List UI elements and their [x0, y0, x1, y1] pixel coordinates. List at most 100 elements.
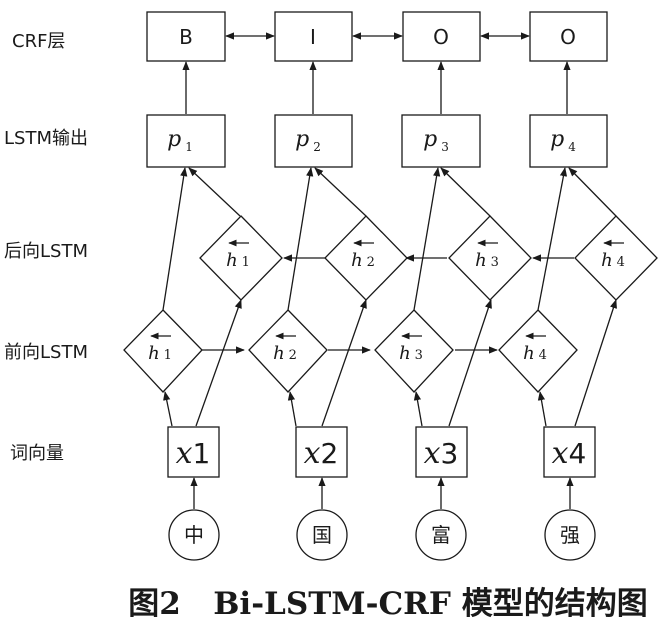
backward-lstm-node: h 3	[448, 215, 532, 301]
row-label-forward-lstm: 前向LSTM	[4, 342, 88, 363]
svg-text:x3: x3	[424, 436, 459, 471]
svg-text:x1: x1	[176, 436, 211, 471]
row-labels: CRF层 LSTM输出 后向LSTM 前向LSTM 词向量	[4, 31, 88, 464]
p-subscript: 2	[313, 140, 321, 154]
h-subscript: 4	[617, 255, 625, 270]
character-node: 富	[415, 509, 467, 561]
bwd3-to-p3	[440, 167, 491, 217]
svg-text:h 3: h 3	[475, 250, 499, 271]
h-symbol: h	[226, 250, 238, 271]
bwd4-to-p4	[568, 167, 617, 217]
svg-text:h 4: h 4	[523, 343, 547, 364]
p-symbol: p	[295, 127, 309, 152]
word-vector-layer: x1 x2 x3 x4	[167, 426, 596, 478]
crf-tag: O	[560, 25, 576, 49]
word-vector-node: x4	[543, 426, 596, 478]
x-symbol: x	[176, 436, 193, 471]
p-subscript: 3	[441, 140, 449, 154]
backward-lstm-node: h 2	[324, 215, 408, 301]
lstm-output-node: p 2	[274, 114, 353, 168]
crf-tag: O	[433, 25, 449, 49]
x-index: 1	[193, 437, 211, 470]
crf-layer: B I O O	[146, 11, 608, 62]
bwd2-to-p2	[314, 167, 367, 217]
crf-node: B	[146, 11, 226, 62]
h-symbol: h	[351, 250, 363, 271]
x1-to-bwd1	[195, 299, 242, 427]
h-symbol: h	[399, 343, 411, 364]
svg-text:p 4: p 4	[550, 127, 576, 154]
h-subscript: 1	[242, 255, 250, 270]
character-node: 国	[296, 509, 348, 561]
character: 富	[431, 523, 451, 547]
x1-to-fwd1	[163, 391, 173, 427]
lstm-output-node: p 3	[401, 114, 481, 168]
x4-to-fwd4	[537, 391, 547, 427]
h-symbol: h	[148, 343, 160, 364]
row-label-crf: CRF层	[12, 31, 65, 52]
svg-text:x4: x4	[552, 436, 587, 471]
row-label-lstm-output: LSTM输出	[4, 128, 88, 149]
connections	[162, 32, 617, 509]
lstm-output-layer: p 1 p 2 p 3 p 4	[146, 114, 608, 168]
p-symbol: p	[550, 127, 564, 152]
x-index: 3	[441, 437, 459, 470]
svg-text:p 1: p 1	[167, 127, 193, 154]
bwd1-to-p1	[188, 167, 241, 217]
forward-lstm-node: h 1	[123, 309, 203, 393]
h-symbol: h	[475, 250, 487, 271]
x2-to-fwd2	[287, 391, 297, 427]
h-subscript: 1	[164, 348, 172, 363]
h-subscript: 3	[415, 348, 423, 363]
x-symbol: x	[552, 436, 569, 471]
lstm-output-node: p 1	[146, 114, 226, 168]
crf-tag: I	[310, 25, 316, 49]
h-symbol: h	[273, 343, 285, 364]
forward-lstm-node: h 4	[498, 309, 578, 393]
x2-to-bwd2	[321, 299, 367, 427]
character: 中	[184, 523, 204, 547]
character: 强	[560, 523, 580, 547]
fwd3-to-p3	[413, 167, 441, 311]
character-node: 强	[544, 509, 596, 561]
lstm-output-node: p 4	[529, 114, 608, 168]
svg-text:p 2: p 2	[295, 127, 321, 154]
x-index: 4	[569, 437, 587, 470]
crf-tag: B	[179, 25, 193, 49]
word-vector-node: x1	[167, 426, 220, 478]
backward-lstm-node: h 1	[199, 215, 283, 301]
svg-text:h 1: h 1	[148, 343, 172, 364]
p-subscript: 1	[185, 140, 193, 154]
fwd1-to-p1	[162, 167, 188, 311]
fwd2-to-p2	[287, 167, 314, 311]
backward-lstm-node: h 4	[574, 215, 658, 301]
h-subscript: 2	[289, 348, 297, 363]
h-subscript: 3	[491, 255, 499, 270]
word-vector-node: x2	[295, 426, 348, 478]
svg-text:x2: x2	[304, 436, 339, 471]
character: 国	[312, 523, 332, 547]
row-label-backward-lstm: 后向LSTM	[4, 241, 88, 262]
word-vector-node: x3	[415, 426, 468, 478]
p-symbol: p	[167, 127, 181, 152]
x3-to-bwd3	[448, 299, 492, 427]
figure-caption: 图2 Bi-LSTM-CRF 模型的结构图	[128, 586, 647, 622]
svg-text:h 4: h 4	[601, 250, 625, 271]
crf-node: O	[402, 11, 481, 62]
x-index: 2	[321, 437, 339, 470]
x-symbol: x	[424, 436, 441, 471]
forward-lstm-layer: h 1 h 2 h 3 h 4	[123, 309, 578, 393]
backward-lstm-layer: h 1 h 2 h 3 h 4	[199, 215, 658, 301]
svg-text:h 2: h 2	[351, 250, 375, 271]
h-subscript: 2	[367, 255, 375, 270]
crf-node: I	[274, 11, 353, 62]
forward-lstm-node: h 3	[374, 309, 454, 393]
h-symbol: h	[601, 250, 613, 271]
x3-to-fwd3	[413, 391, 423, 427]
svg-text:h 1: h 1	[226, 250, 250, 271]
x-symbol: x	[304, 436, 321, 471]
svg-text:p 3: p 3	[423, 127, 449, 154]
svg-text:h 2: h 2	[273, 343, 297, 364]
h-subscript: 4	[539, 348, 547, 363]
crf-node: O	[529, 11, 608, 62]
